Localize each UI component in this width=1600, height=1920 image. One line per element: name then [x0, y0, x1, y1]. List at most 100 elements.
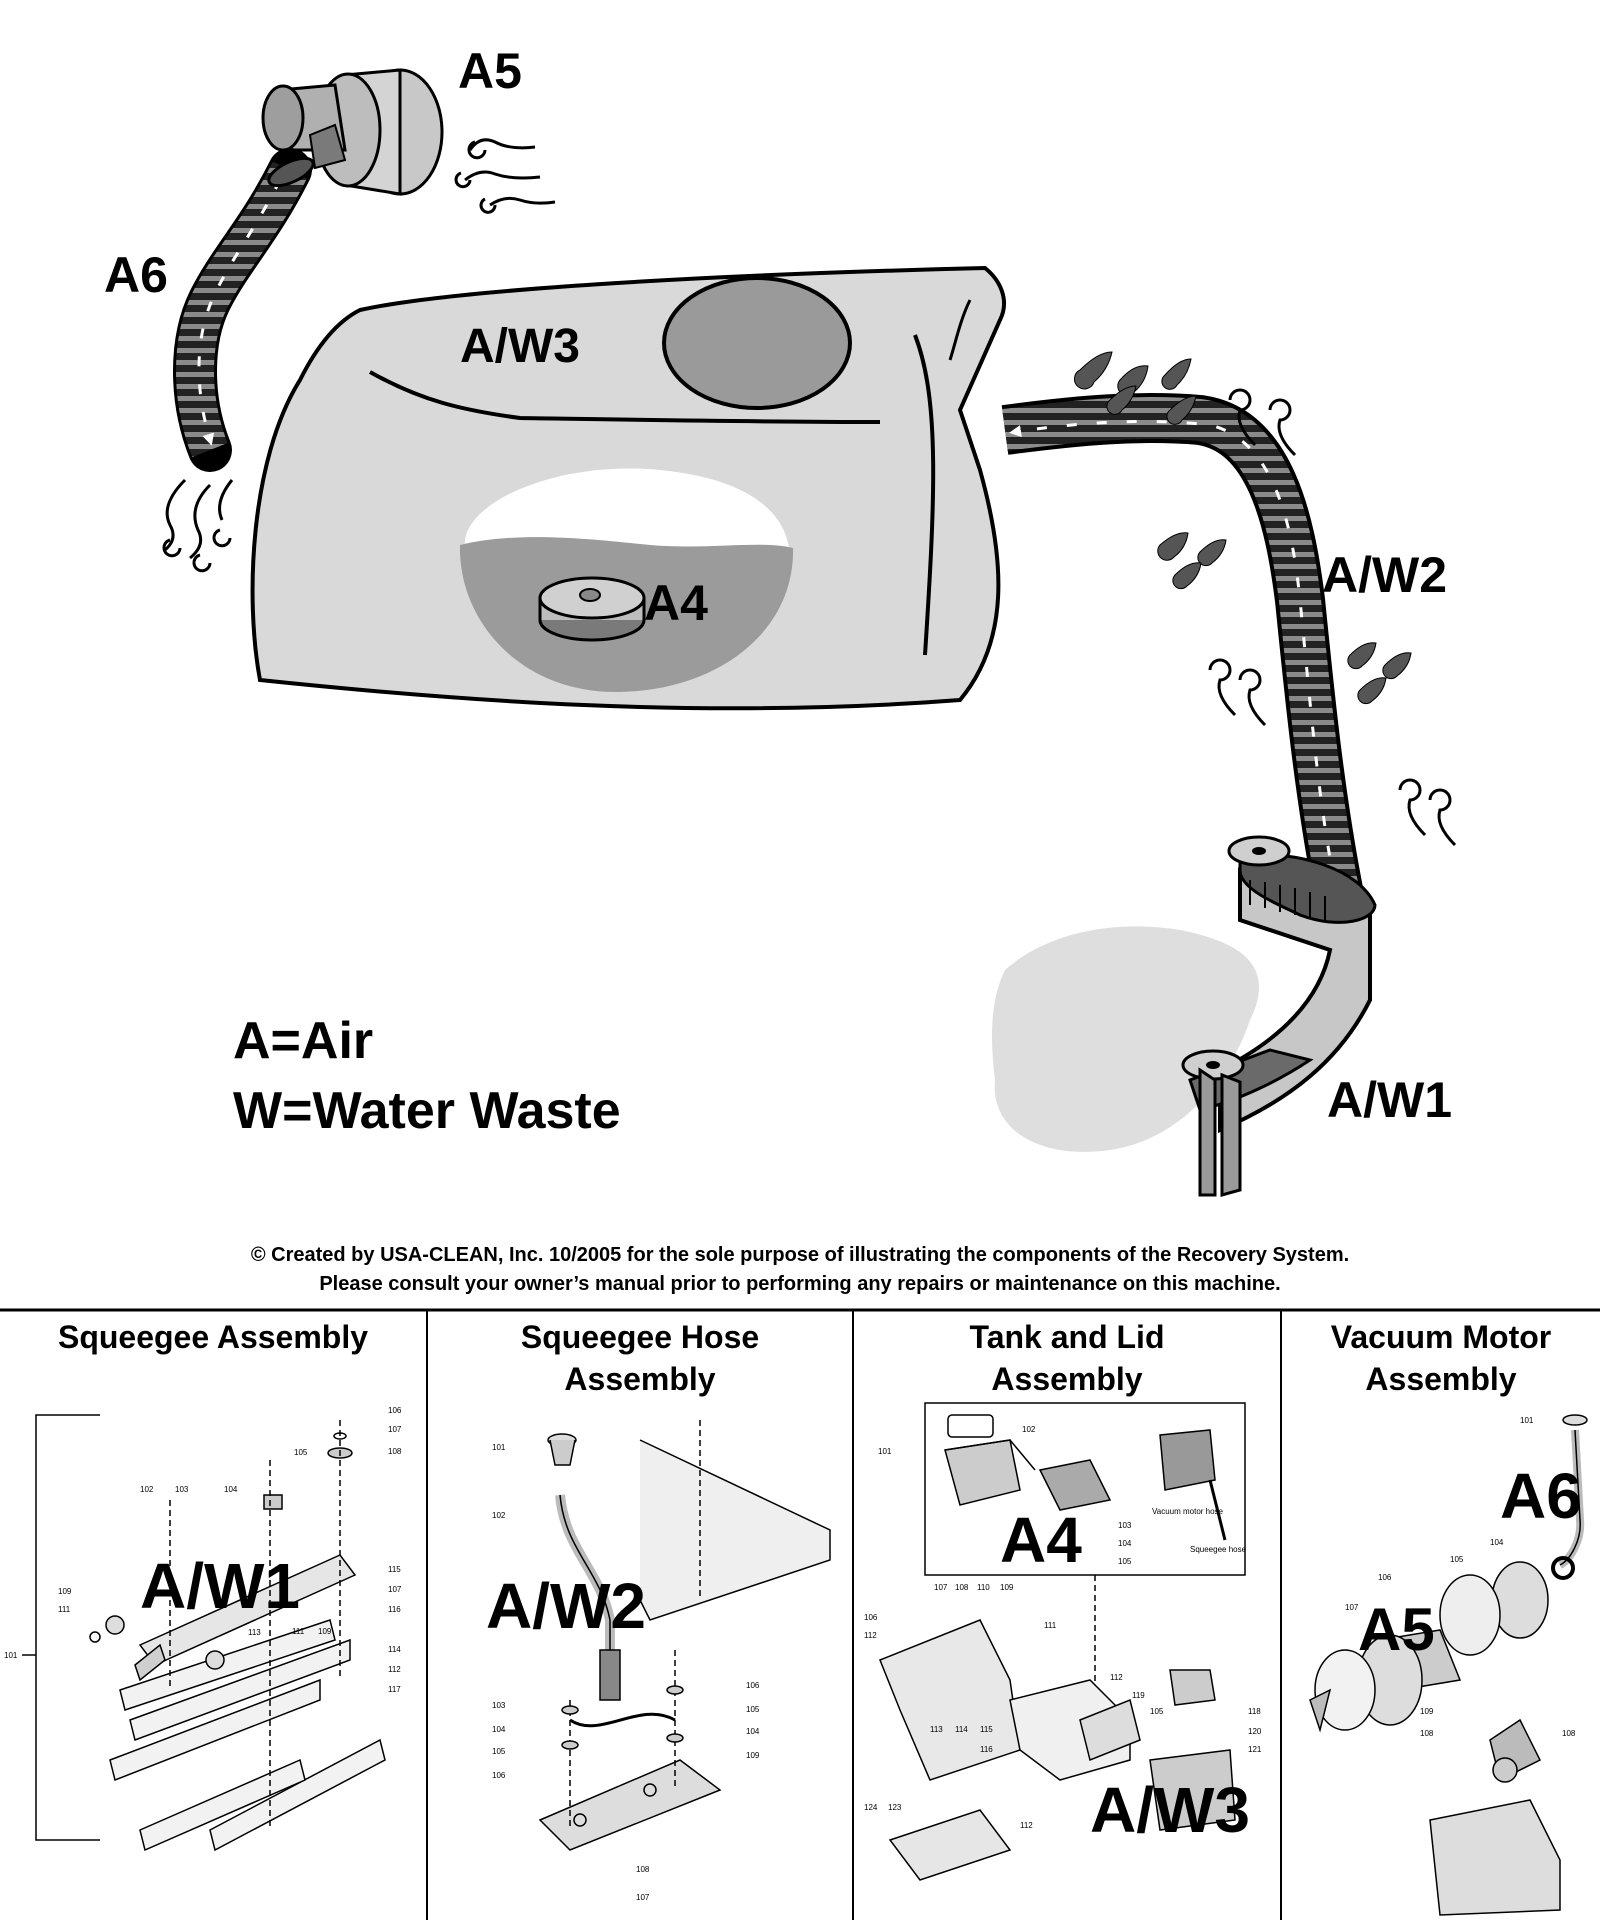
part-number: 118: [1248, 1707, 1261, 1716]
panel-callout-aw1: A/W1: [140, 1550, 300, 1622]
part-number: 105: [1150, 1707, 1164, 1716]
part-number: 101: [1520, 1416, 1534, 1425]
panel-title-line: Vacuum Motor: [1330, 1319, 1552, 1355]
part-number: 102: [492, 1511, 506, 1520]
part-number: 111: [1044, 1621, 1057, 1630]
part-number: 121: [1248, 1745, 1262, 1754]
part-number: 109: [1000, 1583, 1014, 1592]
part-number: 112: [388, 1665, 401, 1674]
label-a6: A6: [104, 247, 168, 303]
part-number: 104: [1118, 1539, 1132, 1548]
recovery-tank-illustration: [250, 265, 1006, 711]
inset-label: Squeegee hose: [1190, 1545, 1247, 1554]
part-number: 116: [980, 1745, 993, 1754]
exhaust-swirl-icon: [162, 478, 234, 573]
part-number: 116: [388, 1605, 401, 1614]
panel-callout-a6: A6: [1500, 1460, 1582, 1532]
panel-title-line: Assembly: [564, 1361, 716, 1397]
part-number: 101: [4, 1651, 18, 1660]
part-number: 106: [492, 1771, 506, 1780]
part-number: 107: [388, 1585, 402, 1594]
panel-tank-lid-assembly: Tank and Lid Assembly: [852, 1310, 1280, 1920]
label-aw2: A/W2: [1322, 547, 1447, 603]
panel-title-line: Assembly: [991, 1361, 1143, 1397]
panel-vacuum-motor-assembly: Vacuum Motor Assembly: [1280, 1310, 1600, 1920]
vacuum-motor-assembly-drawing: [1309, 1414, 1588, 1916]
part-number: 104: [1490, 1538, 1504, 1547]
tank-lid-assembly-drawing: [879, 1402, 1246, 1881]
part-number: 104: [746, 1727, 760, 1736]
part-number: 119: [1132, 1691, 1145, 1700]
part-number: 106: [1378, 1573, 1392, 1582]
part-number: 113: [930, 1725, 943, 1734]
part-number: 114: [955, 1725, 968, 1734]
panel-title-line: Tank and Lid: [969, 1319, 1165, 1355]
exhaust-hose-illustration: [173, 148, 315, 472]
part-number: 109: [58, 1587, 72, 1596]
part-number: 112: [1110, 1673, 1123, 1682]
squeegee-hose-illustration: [1001, 393, 1365, 905]
part-number: 117: [388, 1685, 401, 1694]
part-number: 111: [292, 1627, 305, 1636]
part-number: 105: [294, 1448, 308, 1457]
part-number: 113: [248, 1628, 261, 1637]
part-number: 110: [977, 1583, 990, 1592]
part-number: 115: [980, 1725, 993, 1734]
label-aw1: A/W1: [1327, 1072, 1452, 1128]
legend-air: A=Air: [233, 1012, 373, 1070]
panel-callout-a5: A5: [1358, 1596, 1435, 1663]
panel-callout-aw2: A/W2: [486, 1570, 646, 1642]
part-number: 114: [388, 1645, 401, 1654]
part-number: 107: [388, 1425, 402, 1434]
part-number: 101: [878, 1447, 892, 1456]
panel-squeegee-assembly: Squeegee Assembly: [0, 1310, 426, 1920]
part-number: 123: [888, 1803, 902, 1812]
credit-line-1: © Created by USA-CLEAN, Inc. 10/2005 for…: [250, 1244, 1350, 1266]
part-number: 112: [1020, 1821, 1033, 1830]
part-number: 103: [1118, 1521, 1132, 1530]
label-aw3: A/W3: [460, 320, 580, 373]
panel-title-line: Assembly: [1365, 1361, 1517, 1397]
squeegee-assembly-drawing: [22, 1414, 386, 1852]
panel-title: Squeegee Assembly: [0, 1316, 426, 1358]
part-number: 105: [746, 1705, 760, 1714]
part-number: 106: [388, 1406, 402, 1415]
part-number: 111: [58, 1605, 71, 1614]
credit-line-2: Please consult your owner’s manual prior…: [319, 1273, 1281, 1295]
part-number: 109: [318, 1627, 332, 1636]
panel-title-line: Squeegee Assembly: [57, 1319, 369, 1355]
part-number: 104: [492, 1725, 506, 1734]
panel-title-line: Squeegee Hose: [520, 1319, 760, 1355]
part-number: 107: [934, 1583, 948, 1592]
panel-callout-aw3: A/W3: [1090, 1774, 1250, 1846]
panel-title: Squeegee Hose Assembly: [428, 1316, 852, 1400]
part-number: 102: [140, 1485, 154, 1494]
part-number: 104: [224, 1485, 238, 1494]
part-number-labels: 101 102 103 104 105 106 107 108 109 111 …: [4, 1406, 1576, 1902]
part-number: 106: [746, 1681, 760, 1690]
part-number: 109: [746, 1751, 760, 1760]
vacuum-motor-illustration: [261, 68, 444, 196]
squeegee-illustration: [992, 835, 1377, 1197]
part-number: 105: [492, 1747, 506, 1756]
part-number: 108: [1562, 1729, 1576, 1738]
panel-squeegee-hose-assembly: Squeegee Hose Assembly: [426, 1310, 852, 1920]
part-number: 105: [1118, 1557, 1132, 1566]
part-number: 105: [1450, 1555, 1464, 1564]
panel-title: Vacuum Motor Assembly: [1282, 1316, 1600, 1400]
label-a5: A5: [458, 43, 522, 99]
part-number: 101: [492, 1443, 506, 1452]
air-swirl-icon: [1208, 388, 1457, 847]
part-number: 109: [1420, 1707, 1434, 1716]
part-number: 108: [1420, 1729, 1434, 1738]
part-number: 108: [955, 1583, 969, 1592]
label-a4: A4: [644, 575, 708, 631]
part-number: 124: [864, 1803, 878, 1812]
part-number: 107: [1345, 1603, 1359, 1612]
exhaust-swirl-icon: [454, 138, 556, 214]
water-drop-icon: [1073, 351, 1412, 705]
part-number: 103: [492, 1701, 506, 1710]
part-number: 107: [636, 1893, 650, 1902]
part-number: 112: [864, 1631, 877, 1640]
